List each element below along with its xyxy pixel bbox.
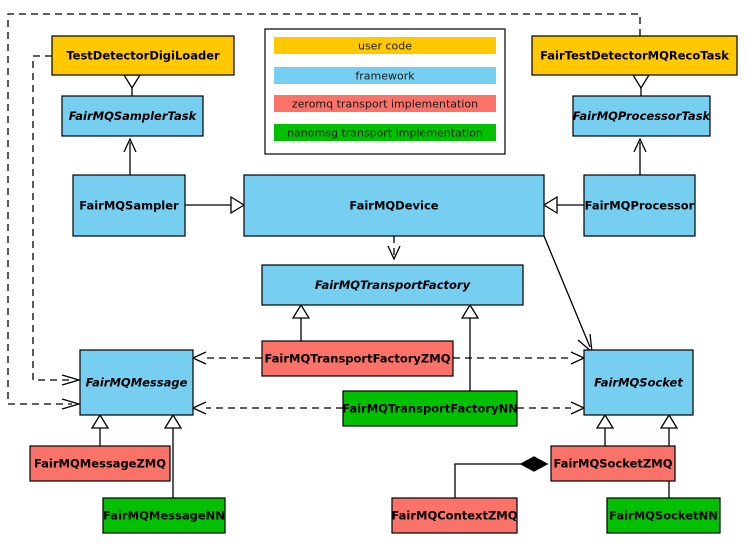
class-box-label: FairMQMessageZMQ (34, 457, 166, 471)
legend-swatch-zeromq (274, 95, 496, 112)
class-box-rect (51, 35, 235, 76)
edge-device-to-transportfactory (387, 236, 401, 261)
class-box-label: FairMQTransportFactoryNN (342, 402, 518, 416)
legend: user code framework zeromq transport imp… (264, 28, 506, 155)
edge-contextzmq-to-socketzmq (454, 456, 549, 498)
class-box-rect (550, 445, 676, 482)
legend-swatch-user-code (274, 37, 496, 54)
class-box-label: FairMQDevice (349, 199, 438, 213)
class-box-FairMQSocketNN[interactable]: FairMQSocketNN (606, 497, 721, 534)
class-box-FairMQTransportFactory[interactable]: FairMQTransportFactory (261, 264, 524, 306)
class-box-rect (572, 95, 711, 137)
class-box-label: TestDetectorDigiLoader (66, 49, 220, 63)
class-box-rect (583, 349, 694, 416)
edge-tfnn-to-socket (517, 401, 586, 415)
class-box-FairMQSocket[interactable]: FairMQSocket (583, 349, 694, 416)
class-box-label: FairMQTransportFactoryZMQ (264, 352, 450, 366)
class-box-rect (391, 497, 518, 534)
edge-tfzmq-to-transportfactory (291, 303, 311, 341)
class-box-label: FairMQSampler (79, 199, 179, 213)
class-box-FairMQSocketZMQ[interactable]: FairMQSocketZMQ (550, 445, 676, 482)
class-box-label: FairMQMessageNN (103, 509, 225, 523)
edge-tfzmq-to-message (191, 351, 262, 365)
class-box-rect (72, 174, 186, 237)
edge-messagenn-to-message (163, 413, 183, 498)
class-box-FairTestDetectorMQRecoTask[interactable]: FairTestDetectorMQRecoTask (531, 35, 738, 76)
class-box-FairMQMessageNN[interactable]: FairMQMessageNN (102, 497, 226, 534)
class-box-FairMQSamplerTask[interactable]: FairMQSamplerTask (61, 95, 204, 137)
class-box-rect (261, 340, 454, 377)
edge-processortask-to-recotask (631, 74, 651, 96)
class-box-FairMQTransportFactoryZMQ[interactable]: FairMQTransportFactoryZMQ (261, 340, 454, 377)
edge-processor-to-device (542, 195, 584, 215)
class-box-label: FairMQSocketZMQ (554, 457, 673, 471)
class-box-FairMQDevice[interactable]: FairMQDevice (243, 174, 545, 237)
class-box-rect (531, 35, 738, 76)
class-box-FairMQProcessor[interactable]: FairMQProcessor (583, 174, 696, 237)
node-layer: TestDetectorDigiLoader FairTestDetectorMQ… (29, 35, 738, 534)
edge-tfnn-to-transportfactory (460, 303, 480, 391)
class-box-label: FairTestDetectorMQRecoTask (540, 49, 729, 63)
class-box-label: FairMQSamplerTask (69, 109, 198, 123)
class-box-FairMQMessage[interactable]: FairMQMessage (79, 349, 194, 416)
class-box-label: FairMQContextZMQ (391, 509, 517, 523)
edge-messagezmq-to-message (90, 413, 110, 446)
class-box-label: FairMQProcessorTask (573, 109, 712, 123)
class-box-label: FairMQMessage (86, 376, 188, 390)
legend-swatch-nanomsg (274, 124, 496, 141)
legend-label-zeromq: zeromq transport implementation (292, 98, 478, 111)
class-box-rect (243, 174, 545, 237)
legend-label-nanomsg: nanomsg transport implementation (287, 127, 483, 140)
edge-socketzmq-to-socket (595, 413, 615, 446)
class-box-FairMQTransportFactoryNN[interactable]: FairMQTransportFactoryNN (342, 390, 518, 427)
edge-digiloader-to-message (32, 55, 82, 386)
edge-layer (7, 13, 679, 498)
class-box-rect (79, 349, 194, 416)
class-box-TestDetectorDigiLoader[interactable]: TestDetectorDigiLoader (51, 35, 235, 76)
class-box-FairMQProcessorTask[interactable]: FairMQProcessorTask (572, 95, 712, 137)
class-box-label: FairMQTransportFactory (315, 278, 471, 292)
edge-sampler-to-device (185, 195, 246, 215)
class-box-label: FairMQSocket (594, 376, 683, 390)
class-box-rect (342, 390, 518, 427)
edge-samplertask-to-digiloader (122, 74, 142, 96)
legend-label-framework: framework (355, 70, 415, 83)
class-box-rect (102, 497, 226, 534)
class-box-FairMQSampler[interactable]: FairMQSampler (72, 174, 186, 237)
class-box-rect (583, 174, 696, 237)
class-box-rect (606, 497, 721, 534)
edge-processor-to-processortask (633, 137, 647, 175)
edge-device-to-socket (543, 235, 593, 354)
legend-label-user-code: user code (358, 40, 412, 53)
class-box-rect (61, 95, 204, 137)
class-box-label: FairMQSocketNN (609, 509, 718, 523)
class-box-FairMQMessageZMQ[interactable]: FairMQMessageZMQ (29, 445, 171, 482)
legend-swatch-framework (274, 67, 496, 84)
class-box-label: FairMQProcessor (585, 199, 695, 213)
edge-tfnn-to-message (191, 401, 343, 415)
edge-sampler-to-samplertask (123, 137, 137, 175)
edge-tfzmq-to-socket (453, 351, 586, 365)
class-box-FairMQContextZMQ[interactable]: FairMQContextZMQ (391, 497, 518, 534)
edge-recotask-to-message (7, 13, 641, 410)
class-box-rect (261, 264, 524, 306)
class-box-rect (29, 445, 171, 482)
